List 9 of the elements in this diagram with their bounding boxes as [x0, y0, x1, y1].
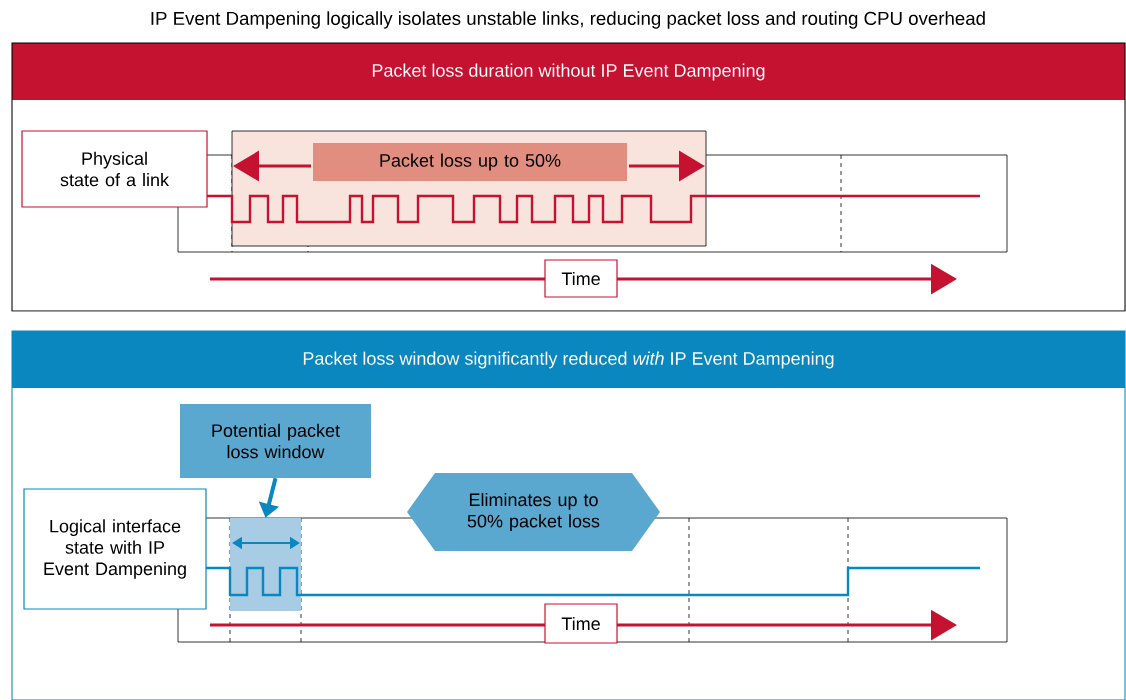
highlight-window	[230, 518, 301, 611]
label-box: Packet loss up to 50%	[313, 143, 627, 181]
label-box: Potential packet loss window	[180, 404, 371, 478]
title: IP Event Dampening logically isolates unstable links, reducing packet loss and routing CPU overhead	[151, 11, 985, 29]
time-box: Time	[544, 603, 618, 644]
time-box: Time	[544, 259, 618, 298]
state-box: Logical interface state with IP Event Dampening	[23, 488, 207, 610]
hexagon: Eliminates up to 50% packet loss	[407, 473, 660, 551]
state-box: Physical state of a link	[21, 130, 208, 208]
